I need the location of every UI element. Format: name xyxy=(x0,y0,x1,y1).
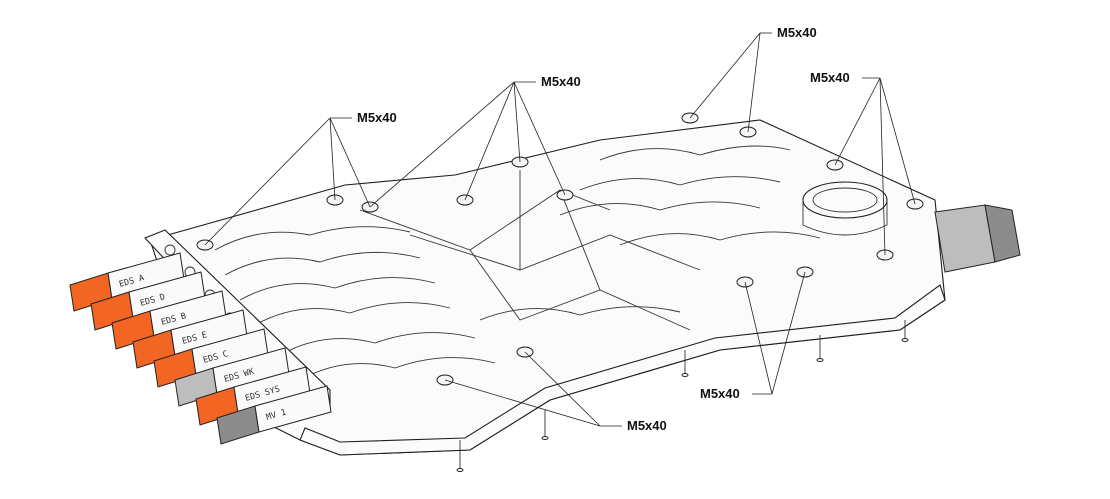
callout-label: M5x40 xyxy=(700,386,740,401)
callout-label: M5x40 xyxy=(357,110,397,125)
mounting-pins xyxy=(456,320,909,472)
ribs xyxy=(359,170,701,331)
leader-lines xyxy=(204,32,916,427)
callout-label: M5x40 xyxy=(541,74,581,89)
solenoid: EDS C xyxy=(153,328,269,388)
front-rail xyxy=(299,284,946,456)
callout-label: M5x40 xyxy=(777,25,817,40)
solenoid: MV 1 xyxy=(216,385,332,445)
accumulator-cup xyxy=(802,181,888,236)
right-connector xyxy=(934,204,1021,273)
solenoid: EDS E xyxy=(132,309,248,369)
callout-label: M5x40 xyxy=(810,70,850,85)
callout-label: M5x40 xyxy=(627,418,667,433)
spool-bores xyxy=(214,145,821,381)
solenoid-body xyxy=(254,385,332,433)
